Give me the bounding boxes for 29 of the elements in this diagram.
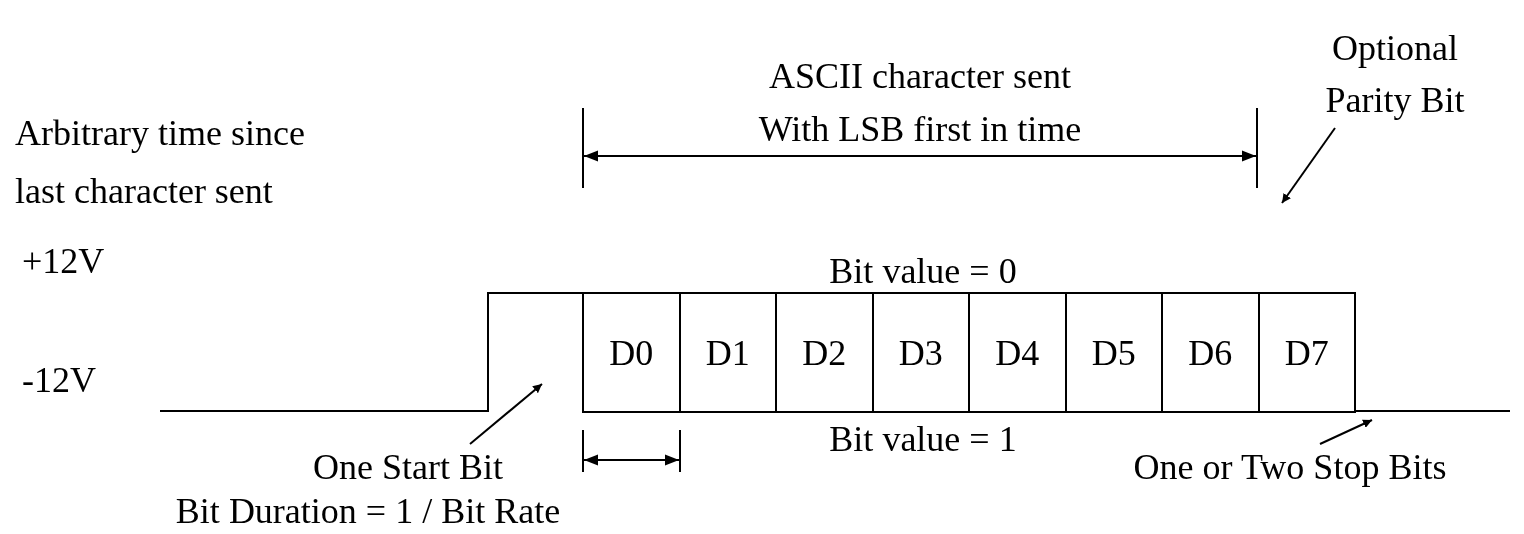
bit-label: D1 — [705, 332, 750, 373]
data-bit-cell — [968, 292, 1067, 413]
leader-arrow — [1281, 127, 1336, 204]
data-bit-cell — [871, 292, 970, 413]
leader-arrow — [1319, 419, 1373, 445]
bit-label: D4 — [995, 332, 1040, 373]
bit-label: D0 — [609, 332, 654, 373]
data-bit-cell — [1257, 292, 1356, 413]
bit-label: D2 — [802, 332, 847, 373]
data-bit-cell — [582, 292, 681, 413]
data-bit-cell — [678, 292, 777, 413]
data-bit-cell — [1161, 292, 1260, 413]
data-bit-cell — [775, 292, 874, 413]
bit-value-label: Bit value = 1 — [828, 418, 1018, 460]
voltage-label: +12V — [22, 240, 106, 282]
bit-value-label: Bit value = 0 — [828, 250, 1018, 292]
annotation-text: Arbitrary time since last character sent — [15, 112, 306, 213]
callout-text: One or Two Stop Bits — [1110, 446, 1470, 488]
bit-label: D7 — [1284, 332, 1329, 373]
data-bit-cell — [1064, 292, 1163, 413]
bit-label: D3 — [898, 332, 943, 373]
annotation-text: Bit Duration = 1 / Bit Rate — [174, 490, 562, 532]
bit-label: D5 — [1091, 332, 1136, 373]
leader-arrow — [469, 383, 543, 445]
annotation-text: ASCII character sent With LSB first in time — [757, 55, 1083, 151]
callout-text: One Start Bit — [278, 446, 538, 488]
voltage-label: -12V — [22, 359, 97, 401]
callout-text: Optional Parity Bit — [1290, 22, 1500, 126]
bit-label: D6 — [1188, 332, 1233, 373]
